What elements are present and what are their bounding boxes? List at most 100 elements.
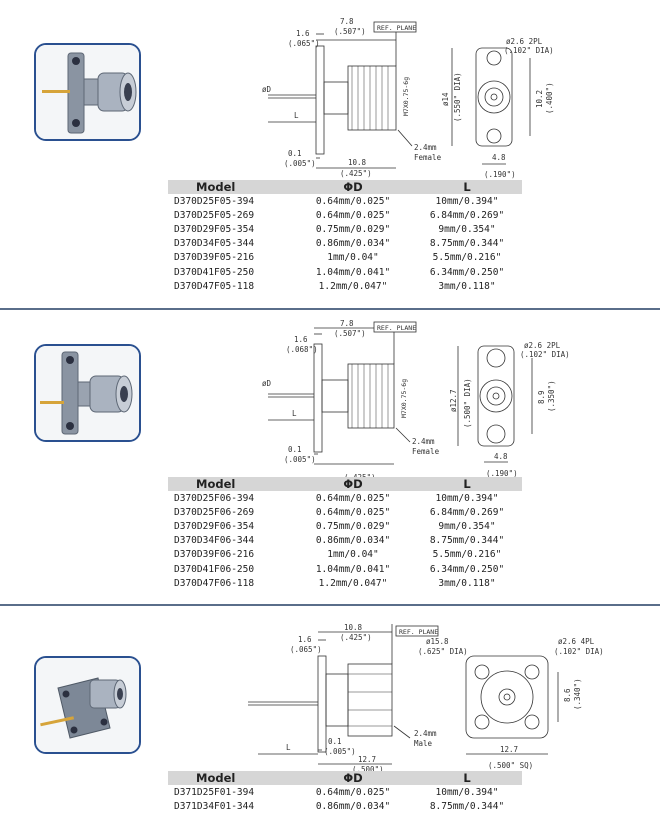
svg-text:(.550" DIA): (.550" DIA) [453,72,462,122]
technical-drawing-f06: REF. PLANE 1.6 (.068") 7.8 (.507") 0.1 (… [262,319,570,482]
svg-text:10.8: 10.8 [348,158,367,167]
header-diameter: ΦD [294,771,412,785]
svg-text:ø12.7: ø12.7 [449,389,458,412]
svg-text:10.8: 10.8 [344,623,363,632]
svg-text:M7X0.75-6g: M7X0.75-6g [402,77,410,116]
svg-text:(.102" DIA): (.102" DIA) [520,350,570,359]
connector-image [36,346,139,440]
svg-text:(.102" DIA): (.102" DIA) [554,647,604,656]
section-divider [0,604,660,606]
svg-text:L: L [294,111,299,120]
svg-text:ø15.8: ø15.8 [426,637,449,646]
svg-text:2.4mm: 2.4mm [414,143,437,152]
header-model: Model [168,771,294,785]
svg-text:1.6: 1.6 [298,635,312,644]
svg-text:L: L [292,409,297,418]
header-length: L [412,477,522,491]
svg-text:REF. PLANE: REF. PLANE [377,324,416,332]
svg-text:ø2.6 4PL: ø2.6 4PL [558,637,595,646]
svg-text:(.507"): (.507") [334,329,366,338]
header-length: L [412,180,522,194]
svg-text:(.102" DIA): (.102" DIA) [504,46,554,55]
svg-text:0.1: 0.1 [288,149,302,158]
svg-text:8.6: 8.6 [563,688,572,702]
svg-text:(.068"): (.068") [286,345,318,354]
svg-text:(.500" SQ): (.500" SQ) [488,761,533,770]
svg-text:1.6: 1.6 [294,335,308,344]
svg-text:(.005"): (.005") [284,159,316,168]
svg-text:10.2: 10.2 [535,90,544,108]
svg-text:(.065"): (.065") [290,645,322,654]
header-diameter: ΦD [294,477,412,491]
product-photo-2hole-flange-f05 [34,43,141,141]
header-diameter: ΦD [294,180,412,194]
svg-text:(.065"): (.065") [288,39,320,48]
header-model: Model [168,180,294,194]
section-divider [0,308,660,310]
table-header-row: Model ΦD L [168,477,522,491]
header-length: L [412,771,522,785]
svg-text:ø2.6 2PL: ø2.6 2PL [506,37,543,46]
svg-text:(.500" DIA): (.500" DIA) [463,378,472,428]
svg-text:12.7: 12.7 [358,755,376,764]
product-photo-2hole-flange-f06 [34,344,141,442]
svg-text:ø14: ø14 [441,92,450,106]
svg-text:7.8: 7.8 [340,17,354,26]
svg-text:(.005"): (.005") [324,747,356,756]
svg-text:(.005"): (.005") [284,455,316,464]
product-photo-4hole-flange-f01 [34,656,141,754]
svg-text:Female: Female [412,447,440,456]
svg-text:(.500"): (.500") [352,765,384,774]
svg-text:1.6: 1.6 [296,29,310,38]
svg-text:(.350"): (.350") [547,380,556,412]
svg-text:ø2.6 2PL: ø2.6 2PL [524,341,561,350]
svg-text:M7X0.75-6g: M7X0.75-6g [400,379,408,418]
svg-text:(.625" DIA): (.625" DIA) [418,647,468,656]
svg-text:øD: øD [262,379,272,388]
svg-text:2.4mm: 2.4mm [412,437,435,446]
svg-text:4.8: 4.8 [492,153,506,162]
technical-drawing-f01: REF. PLANE 1.6 (.065") 10.8 (.425") 0.1 … [248,623,604,774]
svg-text:(.425"): (.425") [340,633,372,642]
table-header-row: Model ΦD L [168,180,522,194]
svg-text:0.1: 0.1 [288,445,302,454]
table-header-row: Model ΦD L [168,771,522,785]
svg-text:0.1: 0.1 [328,737,342,746]
svg-text:4.8: 4.8 [494,452,508,461]
svg-text:(.400"): (.400") [545,82,554,114]
svg-text:7.8: 7.8 [340,319,354,328]
svg-text:(.425"): (.425") [340,169,372,178]
svg-text:8.9: 8.9 [537,390,546,404]
svg-text:2.4mm: 2.4mm [414,729,437,738]
header-model: Model [168,477,294,491]
svg-text:(.507"): (.507") [334,27,366,36]
svg-text:L: L [286,743,291,752]
technical-drawing-f05: REF. PLANE 1.6 (.065") 7.8 (.507") 0.1 (… [262,17,554,179]
svg-text:Female: Female [414,153,442,162]
svg-text:(.190"): (.190") [486,469,518,478]
connector-image [36,45,139,139]
svg-text:12.7: 12.7 [500,745,518,754]
svg-text:REF. PLANE: REF. PLANE [377,24,416,32]
svg-text:REF. PLANE: REF. PLANE [399,628,438,636]
svg-text:(.340"): (.340") [573,678,582,710]
